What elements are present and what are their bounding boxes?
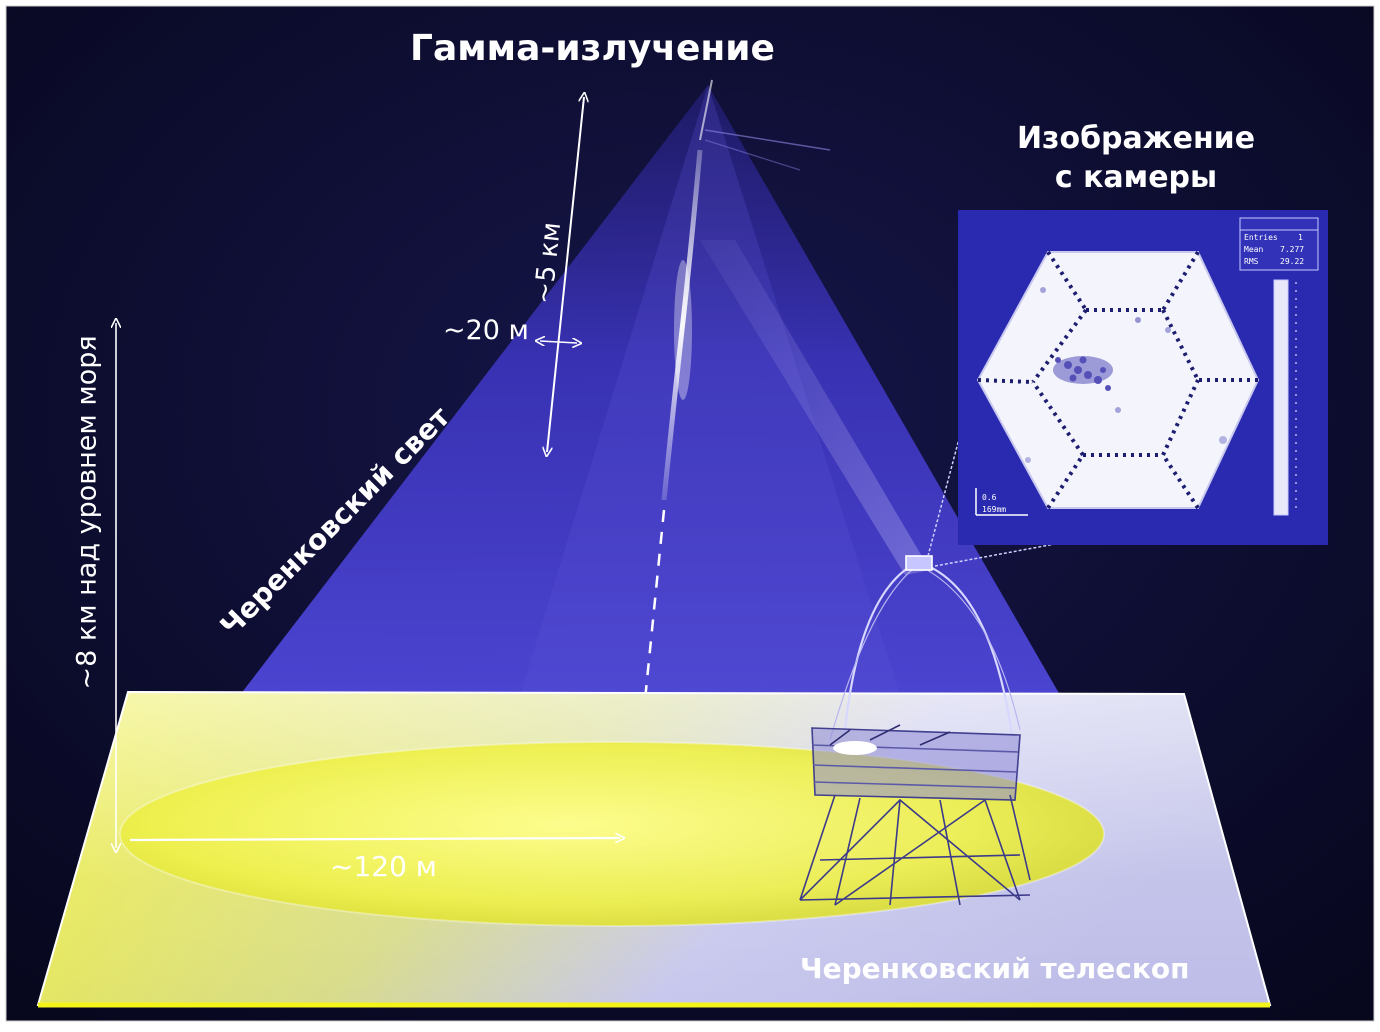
stats-mean-value: 7.277 (1280, 245, 1305, 254)
reflected-beam (700, 240, 930, 575)
camera-leader-right (934, 537, 1089, 567)
stats-entries-value: 1 (1298, 233, 1303, 242)
camera-image-svg (958, 210, 1328, 545)
shower-length-arrow (547, 97, 584, 452)
camera-image-label-line2: с камеры (1054, 160, 1218, 195)
shower-core (661, 149, 703, 501)
camera-sector-lines (977, 250, 1258, 510)
stats-rms-name: RMS (1244, 257, 1259, 266)
telescope-structure (799, 555, 1031, 906)
cherenkov-light-cone (240, 85, 1060, 695)
shower-width-arrow (540, 341, 577, 343)
stats-mean-name: Mean (1244, 245, 1264, 254)
shower-top-track (699, 79, 713, 141)
cone-inner-glow (520, 85, 900, 695)
pool-diameter-arrow (129, 838, 620, 840)
shower-glow (674, 260, 692, 400)
stats-entries-name: Entries (1244, 233, 1278, 242)
shower-side-track (704, 129, 831, 151)
image-frame (5, 5, 1375, 1022)
diagram-title: Гамма-излучение (410, 28, 775, 69)
shower-width-label: ~20 м (443, 315, 529, 346)
telescope-label: Черенковский телескоп (800, 952, 1190, 985)
shower-side-track-2 (704, 139, 801, 171)
altitude-label: ~8 км над уровнем моря (71, 335, 103, 690)
camera-hit-pixels (1025, 287, 1227, 463)
stats-rms-value: 29.22 (1280, 257, 1305, 266)
pool-diameter-label: ~120 м (330, 850, 437, 883)
scale-value: 0.6 (982, 493, 997, 502)
color-scale-bar (1273, 279, 1289, 516)
camera-image-panel: Entries 1 Mean 7.277 RMS 29.22 0.6 169mm (958, 210, 1328, 545)
camera-image-label-line1: Изображение (1016, 121, 1256, 156)
scale-unit: 169mm (982, 505, 1007, 514)
stats-box (1239, 217, 1319, 271)
